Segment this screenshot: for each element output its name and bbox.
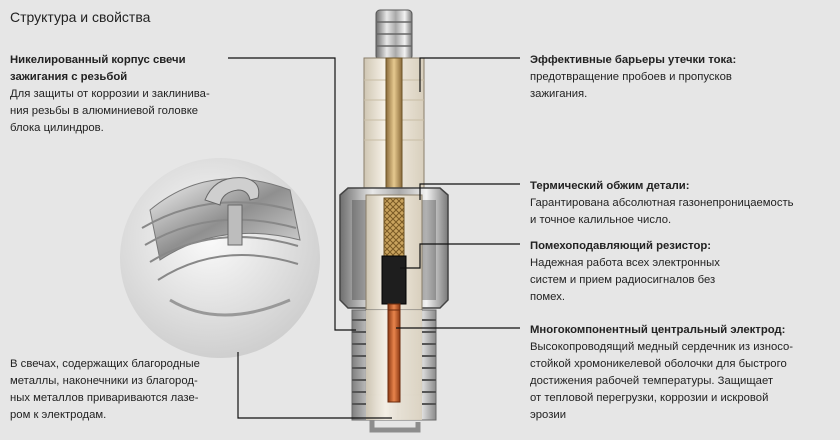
center-electrode-text-2: стойкой хромоникелевой оболочки для быст… [530,358,787,370]
resistor-text-1: Надежная работа всех электронных [530,257,720,269]
thread-lines [352,319,436,405]
leader-leakage-barrier [419,57,520,92]
nickel-housing-note: Никелированный корпус свечи зажигания с … [10,52,210,137]
nickel-housing-text-2: ния резьбы в алюминиевой головке [10,105,199,117]
tip-closeup [120,158,320,358]
leader-precious-metal [237,352,392,419]
copper-core-lower [387,309,401,403]
thermal-crimp-knurl [383,197,405,257]
nickel-housing-heading-1: Никелированный корпус свечи [10,54,186,66]
nickel-housing-text-1: Для защиты от коррозии и заклинива- [10,88,210,100]
leakage-barrier-text-2: зажигания. [530,88,588,100]
precious-metal-text-1: В свечах, содержащих благородные [10,358,200,370]
resistor-text-2: систем и прием радиосигналов без [530,274,716,286]
resistor-text-3: помех. [530,291,565,303]
resistor-note: Помехоподавляющий резистор: Надежная раб… [530,238,720,306]
precious-metal-text-4: ром к электродам. [10,409,107,421]
center-electrode-note: Многокомпонентный центральный электрод: … [530,322,793,424]
leader-resistor [400,243,520,269]
leader-nickel-housing [228,57,356,331]
precious-metal-note: В свечах, содержащих благородные металлы… [10,356,200,424]
spark-plug-section [339,9,449,433]
precious-metal-text-2: металлы, наконечники из благород- [10,375,198,387]
closeup-center-electrode [227,204,243,246]
leakage-barrier-heading: Эффективные барьеры утечки тока: [530,54,737,66]
nickel-housing-heading-2: зажигания с резьбой [10,71,128,83]
resistor [381,255,407,305]
center-electrode-text-1: Высокопроводящий медный сердечник из изн… [530,341,794,353]
closeup-thread-lines [141,201,299,281]
center-rod [385,57,403,199]
thermal-crimp-heading: Термический обжим детали: [530,180,690,192]
leakage-barrier-text-1: предотвращение пробоев и пропусков [530,71,732,83]
center-electrode-text-4: от тепловой перегрузки, коррозии и искро… [530,392,769,404]
terminal-nut [375,9,413,61]
resistor-heading: Помехоподавляющий резистор: [530,240,712,252]
precious-metal-text-3: ных металлов привариваются лазе- [10,392,199,404]
page-title: Структура и свойства [10,9,151,25]
thermal-crimp-text-2: и точное калильное число. [530,214,672,226]
thermal-crimp-text-1: Гарантирована абсолютная газонепроницаем… [530,197,794,209]
leakage-barrier-note: Эффективные барьеры утечки тока: предотв… [530,52,736,103]
closeup-shell-edge [169,298,291,317]
thermal-crimp-note: Термический обжим детали: Гарантирована … [530,178,794,229]
closeup-ground-electrode [204,177,260,206]
terminal-grooves [376,21,412,47]
leader-lines [228,57,520,419]
center-electrode-text-3: достижения рабочей температуры. Защищает [530,375,774,387]
leader-thermal-crimp [419,183,520,200]
nickel-housing-text-3: блока цилиндров. [10,122,104,134]
center-electrode-text-5: эрозии [530,409,567,421]
center-electrode-heading: Многокомпонентный центральный электрод: [530,324,786,336]
ground-electrode [369,420,421,433]
